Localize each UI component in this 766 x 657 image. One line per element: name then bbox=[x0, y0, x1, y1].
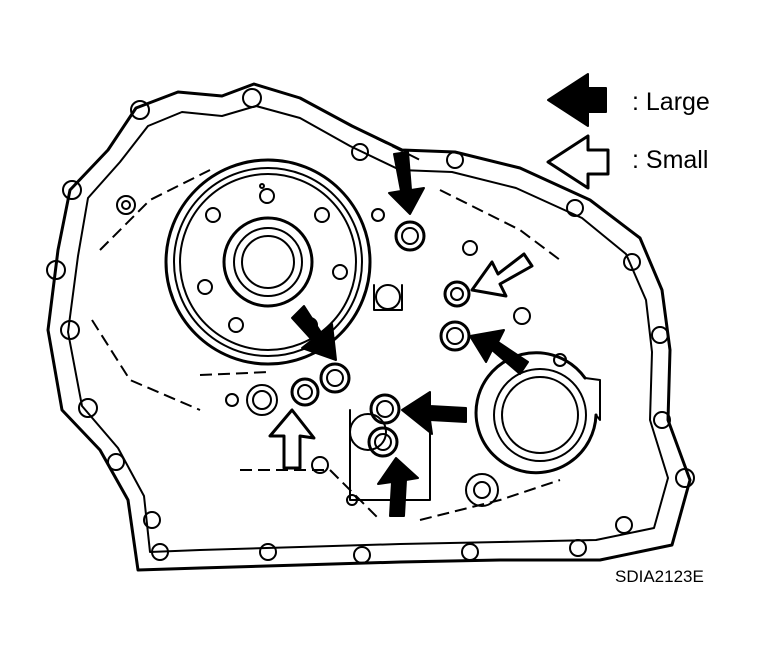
o-ring-small-2 bbox=[290, 377, 320, 407]
o-ring-large-3 bbox=[319, 362, 351, 394]
legend-large-label: : Large bbox=[632, 88, 710, 116]
figure-code: SDIA2123E bbox=[615, 567, 704, 586]
housing-outline bbox=[46, 82, 692, 572]
legend-small-label: : Small bbox=[632, 146, 709, 174]
large-seal-arrows bbox=[291, 151, 529, 517]
right-bore bbox=[474, 351, 601, 475]
arrow-large-5 bbox=[377, 457, 419, 517]
arrow-large-2 bbox=[291, 305, 337, 361]
upper-right-boss bbox=[462, 240, 567, 367]
arrow-small-1 bbox=[470, 252, 534, 298]
main-bore bbox=[164, 158, 372, 366]
o-ring-large-2 bbox=[439, 320, 471, 352]
arrow-large-3 bbox=[469, 329, 529, 375]
o-ring-small-1 bbox=[443, 280, 471, 308]
internal-ribs bbox=[91, 129, 561, 521]
arrow-small-2 bbox=[268, 408, 316, 470]
small-seal-arrows bbox=[268, 252, 534, 470]
o-ring-large-4 bbox=[369, 393, 401, 425]
filled-arrow-icon bbox=[547, 73, 607, 127]
housing-inner-outline bbox=[67, 105, 669, 553]
o-ring-seals bbox=[290, 220, 471, 458]
outline-arrow-icon bbox=[546, 134, 610, 190]
arrow-large-4 bbox=[401, 391, 467, 435]
arrow-large-1 bbox=[388, 151, 425, 215]
o-ring-large-5 bbox=[367, 426, 399, 458]
perimeter-bolt-holes bbox=[46, 88, 695, 564]
o-ring-large-1 bbox=[394, 220, 426, 252]
